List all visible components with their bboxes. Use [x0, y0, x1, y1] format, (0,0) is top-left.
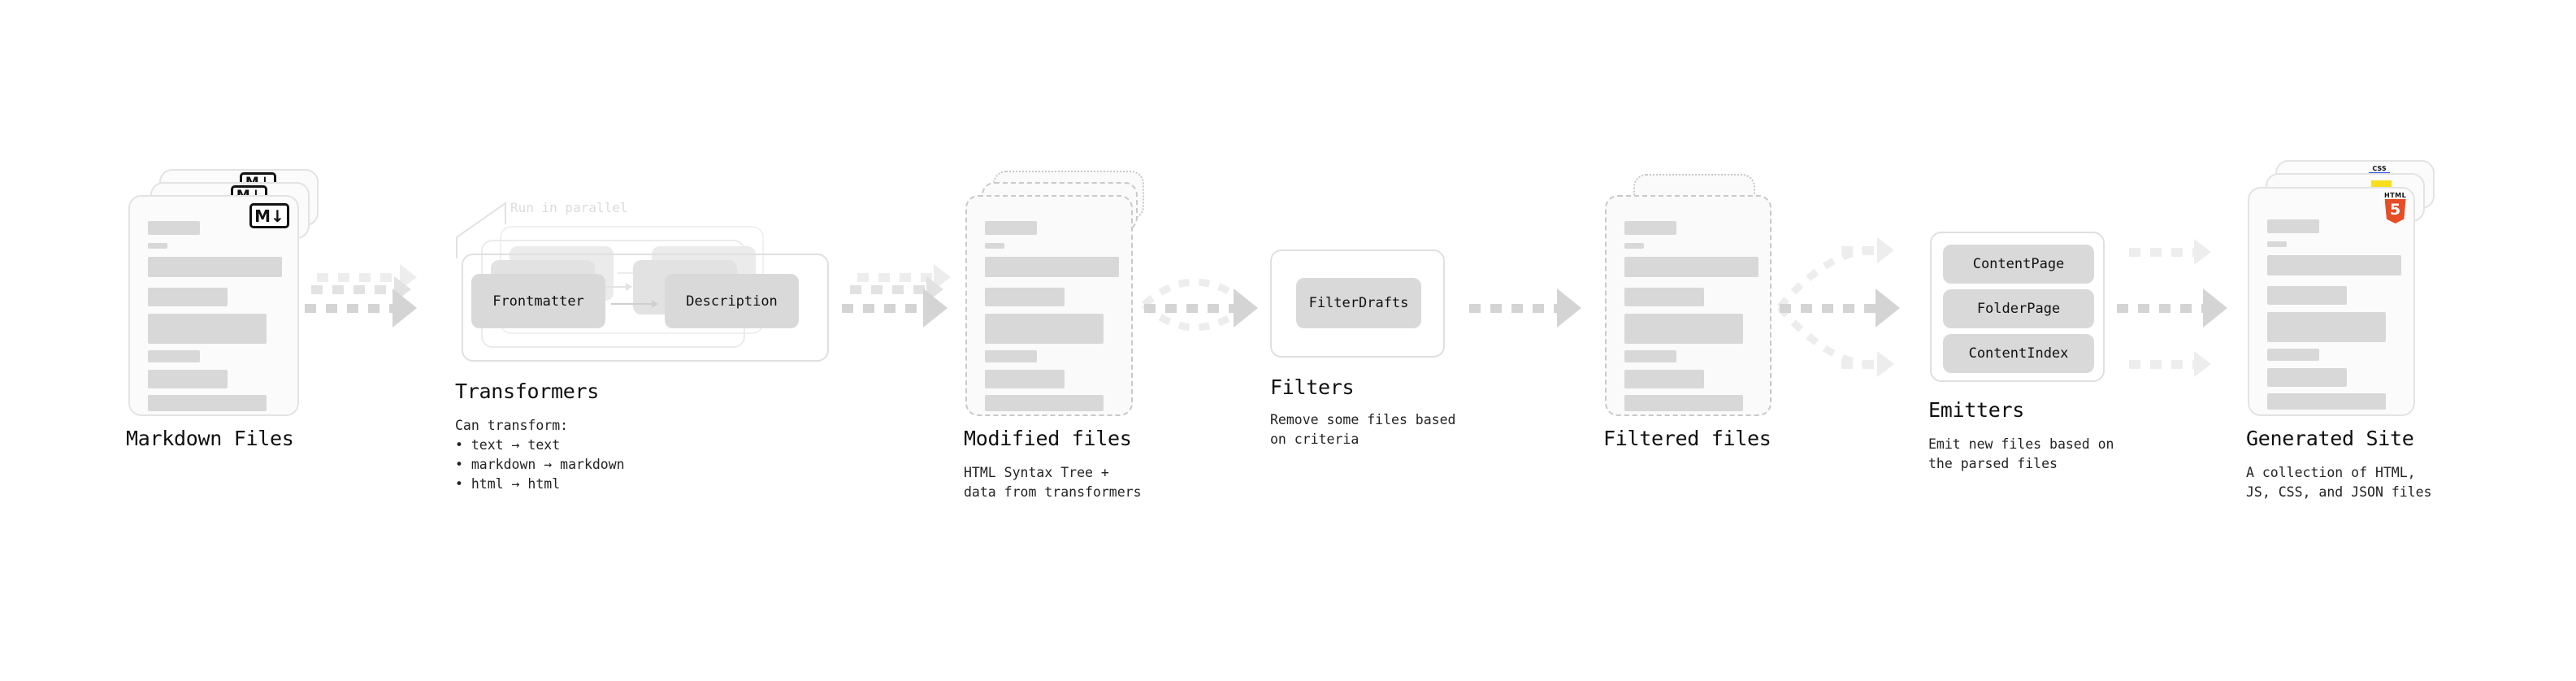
- skeleton-bar: [1624, 314, 1743, 344]
- flow-arrow-emitters-to-site: [2117, 288, 2227, 327]
- skeleton-bar: [148, 243, 167, 249]
- skeleton-bar: [985, 243, 1004, 249]
- flow-arrow-markdown-to-transformers: [305, 288, 417, 327]
- flow-arrow-emit-top: [2129, 239, 2211, 265]
- skeleton-bar: [148, 314, 267, 344]
- skeleton-bar: [2267, 312, 2386, 342]
- emitter-node-label: ContentIndex: [1968, 345, 2069, 362]
- skeleton-bar: [1624, 221, 1676, 235]
- markdown-icon: M↓: [249, 203, 289, 228]
- skeleton-bar: [1624, 350, 1676, 362]
- flow-arrow-filtered-to-emitters: [1780, 288, 1900, 327]
- emitter-node-contentpage[interactable]: ContentPage: [1943, 245, 2094, 284]
- flow-arrow-transformers-to-modified: [842, 288, 948, 327]
- skeleton-bar: [2267, 349, 2319, 361]
- skeleton-bar: [1624, 257, 1759, 277]
- skeleton-bar: [985, 257, 1119, 277]
- stage-title-markdown-files: Markdown Files: [126, 427, 294, 450]
- emitter-node-label: FolderPage: [1976, 301, 2061, 317]
- skeleton-bar: [148, 370, 228, 388]
- transformer-node-label: Frontmatter: [492, 293, 584, 310]
- skeleton-bar: [1624, 243, 1644, 249]
- skeleton-bar: [2267, 368, 2347, 387]
- skeleton-bar: [985, 350, 1037, 362]
- skeleton-bar: [2267, 241, 2287, 247]
- flow-arrow-fan-to-emitters: [1776, 246, 1871, 368]
- flow-arrow-emit-bottom: [2129, 351, 2211, 377]
- modified-card-front: [965, 195, 1133, 416]
- stage-title-filters: Filters: [1270, 375, 1355, 399]
- skeleton-bar: [2267, 255, 2401, 275]
- skeleton-bar: [148, 395, 267, 411]
- stage-subtitle-filters: Remove some files based on criteria: [1270, 412, 1456, 447]
- skeleton-bar: [2267, 219, 2319, 233]
- stage-subtitle-transformers: Can transform: • text → text • markdown …: [455, 418, 625, 492]
- transformer-inner-arrow: [599, 283, 632, 291]
- site-card-html: [2248, 187, 2415, 416]
- emitter-node-folderpage[interactable]: FolderPage: [1943, 289, 2094, 328]
- transformer-node-description[interactable]: Description: [665, 274, 799, 328]
- stage-title-filtered-files: Filtered files: [1603, 427, 1772, 450]
- stage-subtitle-modified-files: HTML Syntax Tree + data from transformer…: [964, 465, 1142, 500]
- skeleton-bar: [985, 395, 1104, 411]
- skeleton-bar: [1624, 395, 1743, 411]
- transformer-node-frontmatter[interactable]: Frontmatter: [471, 274, 605, 328]
- stage-subtitle-emitters: Emit new files based on the parsed files: [1928, 436, 2114, 471]
- flow-arrow-branch-top: [1841, 237, 1894, 263]
- run-in-parallel-bracket: [456, 202, 506, 258]
- flow-arrow-lens-modified: [1141, 278, 1241, 332]
- stage-title-modified-files: Modified files: [964, 427, 1132, 450]
- skeleton-bar: [1624, 370, 1704, 388]
- stage-subtitle-generated-site: A collection of HTML, JS, CSS, and JSON …: [2246, 465, 2432, 500]
- run-in-parallel-label: Run in parallel: [510, 200, 628, 215]
- skeleton-bar: [985, 288, 1065, 306]
- skeleton-bar: [985, 314, 1104, 344]
- skeleton-bar: [2267, 393, 2386, 410]
- markdown-card-front: [128, 195, 299, 416]
- skeleton-bar: [148, 288, 228, 306]
- emitter-node-label: ContentPage: [1972, 256, 2065, 272]
- skeleton-bar: [148, 257, 282, 277]
- skeleton-bar: [148, 350, 200, 362]
- stage-title-transformers: Transformers: [455, 380, 600, 403]
- filters-panel: FilterDrafts: [1270, 249, 1445, 358]
- emitter-node-contentindex[interactable]: ContentIndex: [1943, 334, 2094, 373]
- skeleton-bar: [985, 221, 1037, 235]
- filter-node-filterdrafts[interactable]: FilterDrafts: [1296, 278, 1421, 328]
- skeleton-bar: [2267, 286, 2347, 305]
- stage-title-emitters: Emitters: [1928, 398, 2025, 422]
- skeleton-bar: [1624, 288, 1704, 306]
- skeleton-bar: [985, 370, 1065, 388]
- flow-arrow-branch-bottom: [1841, 351, 1894, 377]
- emitters-panel: ContentPage FolderPage ContentIndex: [1930, 232, 2105, 382]
- skeleton-bar: [148, 221, 200, 235]
- stage-title-generated-site: Generated Site: [2246, 427, 2414, 450]
- transformer-inner-arrow: [611, 300, 658, 308]
- html5-icon: HTML 5: [2384, 192, 2406, 223]
- transformer-node-label: Description: [686, 293, 778, 310]
- filtered-card-front: [1605, 195, 1772, 416]
- flow-arrow-modified-to-filters: [1144, 288, 1258, 327]
- flow-arrow-filters-to-filtered: [1469, 288, 1581, 327]
- transformer-panel-front: Frontmatter Description: [462, 254, 829, 362]
- filter-node-label: FilterDrafts: [1308, 295, 1409, 311]
